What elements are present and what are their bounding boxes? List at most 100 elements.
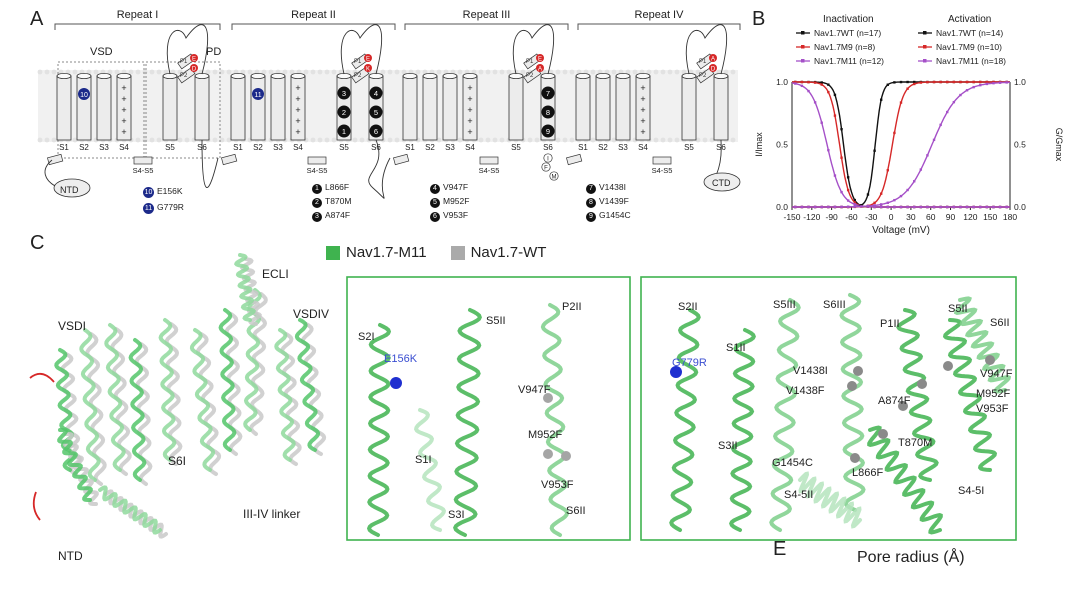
p2-label: P2 xyxy=(526,73,534,79)
series-point xyxy=(939,80,942,84)
legend-marker xyxy=(801,45,805,49)
inset-label: V953F xyxy=(976,403,1009,415)
rotation-arrow xyxy=(32,491,41,521)
series-point xyxy=(919,205,923,209)
lipid-head xyxy=(660,137,666,143)
inset-label: V947F xyxy=(518,384,551,396)
lipid-head xyxy=(653,137,659,143)
m11-helix xyxy=(57,428,93,502)
lipid-head xyxy=(317,137,323,143)
lipid-head xyxy=(569,137,575,143)
legend-label: Nav1.7-WT xyxy=(470,244,547,261)
p-loop xyxy=(685,24,727,75)
y-tick-label-left: 1.0 xyxy=(776,77,788,87)
m11-helix xyxy=(274,328,296,462)
inset-label: P2II xyxy=(562,301,582,313)
pore-mutation-number: 7 xyxy=(546,89,550,98)
inset-label: G1454C xyxy=(772,457,813,469)
structure-label: ECLI xyxy=(262,267,289,281)
lipid-head xyxy=(562,69,568,75)
pore-mutation-dot xyxy=(541,105,555,119)
series-point xyxy=(807,80,810,84)
lipid-head xyxy=(674,69,680,75)
helix xyxy=(615,73,631,141)
lipid-head xyxy=(149,69,155,75)
series-point xyxy=(899,205,903,209)
pore-mutation-dot xyxy=(541,86,555,100)
inset-label: T870M xyxy=(898,437,932,449)
vsd-mutation-dot xyxy=(78,88,90,100)
x-tick-label: -30 xyxy=(865,212,878,222)
filter-letter: A xyxy=(538,67,542,73)
gating-charge: + xyxy=(640,83,645,93)
inset-helix xyxy=(540,303,570,537)
p1-label: P1 xyxy=(180,59,188,65)
legend-swatch-grey xyxy=(450,245,465,260)
lipid-head xyxy=(387,69,393,75)
lipid-head xyxy=(555,137,561,143)
series-point xyxy=(846,205,850,208)
lipid-head xyxy=(37,137,43,143)
helix xyxy=(250,73,266,141)
pore-mutation-dot xyxy=(369,124,383,138)
inset-label: S5II xyxy=(486,315,506,327)
y-tick-label-left: 0.5 xyxy=(776,140,788,150)
mutant-residue-atom xyxy=(850,453,860,463)
inset-label: S5III xyxy=(773,299,796,311)
series-point xyxy=(860,203,863,207)
series-point xyxy=(939,205,942,209)
helix xyxy=(194,73,210,141)
segment-label: S4 xyxy=(119,143,129,152)
y-axis-label-left: I/Imax xyxy=(754,132,764,157)
pore-mutation-dot xyxy=(337,124,351,138)
lipid-head xyxy=(156,69,162,75)
series-point xyxy=(932,80,936,84)
lipid-head xyxy=(128,69,134,75)
segment-label: S1 xyxy=(405,143,415,152)
chart-series xyxy=(791,80,1011,209)
lipid-head xyxy=(359,137,365,143)
membrane-bilayer xyxy=(37,69,738,143)
segment-label: S5 xyxy=(511,143,521,152)
vsd-mutation-number: 11 xyxy=(254,92,261,99)
repeat-bracket xyxy=(54,23,221,30)
lipid-head xyxy=(303,69,309,75)
g779r-atom xyxy=(670,366,682,378)
mutation-label: T870M xyxy=(325,196,352,206)
legend-entry: Nav1.7M11 (n=12) xyxy=(814,56,884,66)
series-point xyxy=(939,123,942,127)
repeat-label: Repeat II xyxy=(291,9,336,21)
inset-helix xyxy=(942,318,998,472)
linker-helix xyxy=(652,156,672,165)
inset-helix xyxy=(867,425,943,535)
lipid-head xyxy=(310,69,316,75)
panel-label-c: C xyxy=(30,232,45,254)
mutant-residue-atom xyxy=(943,361,953,371)
series-point xyxy=(893,81,896,84)
inset-label: S3I xyxy=(448,509,465,521)
series-point xyxy=(899,80,903,84)
series-point xyxy=(952,205,956,209)
lipid-head xyxy=(667,69,673,75)
series-point xyxy=(860,205,863,208)
mutation-label: A874F xyxy=(325,210,351,220)
series-point xyxy=(926,80,929,84)
filter-residue xyxy=(364,54,372,62)
series-point xyxy=(873,205,876,209)
legend-entry: Nav1.7WT (n=14) xyxy=(936,28,1003,38)
series-point xyxy=(893,198,896,202)
series-point xyxy=(959,93,962,97)
inset-label: S1I xyxy=(415,454,432,466)
inset-box-2 xyxy=(640,276,1017,541)
series-point xyxy=(840,156,843,159)
lipid-head xyxy=(492,69,498,75)
series-point xyxy=(873,201,876,205)
series-point xyxy=(800,80,804,84)
gating-charge: + xyxy=(121,116,126,126)
lipid-head xyxy=(310,137,316,143)
segment-label: S6 xyxy=(371,143,381,152)
mutation-badge: 6 xyxy=(430,212,440,222)
series-point xyxy=(813,81,817,84)
segment-label: S1 xyxy=(59,143,69,152)
inset-label: P1II xyxy=(880,318,900,330)
